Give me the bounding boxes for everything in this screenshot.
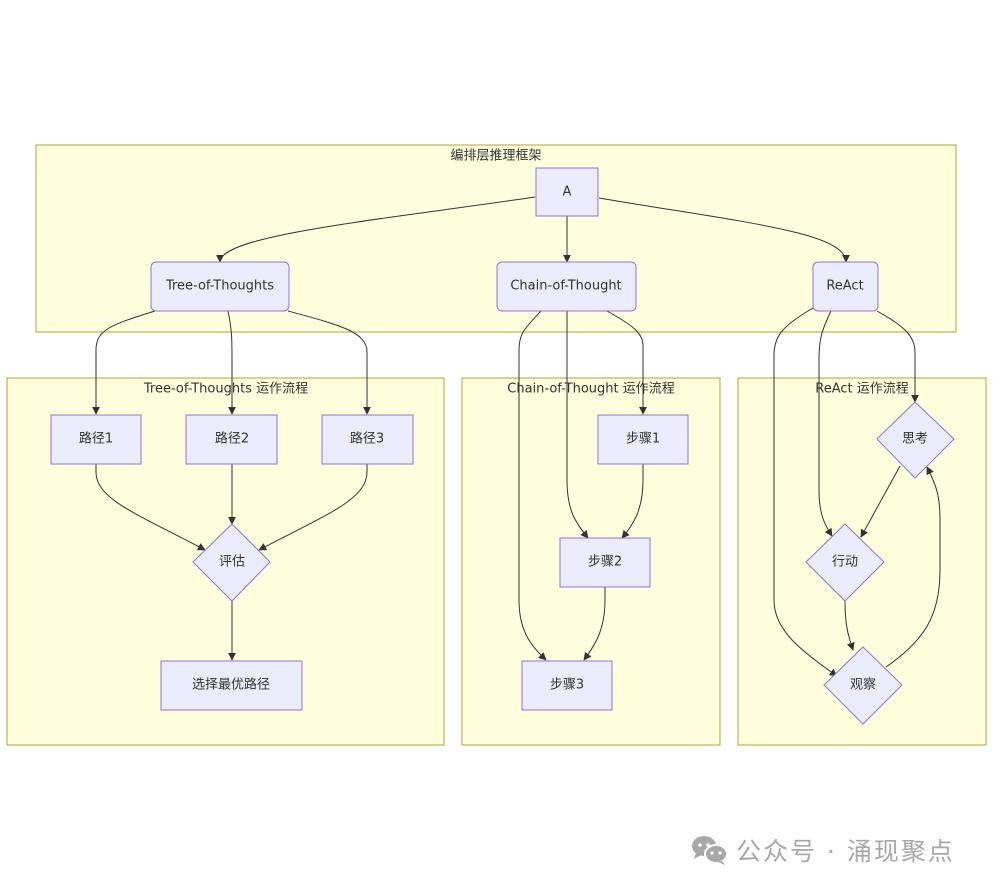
edge-react-observe: [773, 307, 838, 677]
node-step1-label: 步骤1: [626, 432, 660, 447]
watermark: 公众号 · 涌现聚点: [690, 832, 955, 868]
node-react-label: ReAct: [826, 279, 863, 294]
node-path2[interactable]: 路径2: [185, 414, 278, 465]
edge-act-observe: [844, 600, 855, 651]
edge-cot-step2: [566, 311, 589, 539]
edge-path1-evaluate: [95, 464, 206, 551]
watermark-text: 公众号 · 涌现聚点: [736, 837, 955, 866]
node-act-label: 行动: [832, 555, 858, 570]
node-step1[interactable]: 步骤1: [597, 414, 689, 465]
node-select-best-label: 选择最优路径: [192, 677, 270, 693]
node-evaluate[interactable]: 评估: [192, 523, 271, 602]
cluster-cot-title: Chain-of-Thought 运作流程: [507, 382, 674, 397]
node-step3-label: 步骤3: [550, 678, 584, 693]
node-think[interactable]: 思考: [876, 401, 955, 479]
edge-tot-path2: [227, 310, 236, 415]
node-step2[interactable]: 步骤2: [559, 537, 651, 588]
edge-step2-step3: [583, 587, 606, 661]
node-step2-label: 步骤2: [588, 555, 622, 570]
edge-observe-think: [885, 466, 941, 668]
wechat-icon: [692, 836, 728, 865]
edge-path3-evaluate: [258, 464, 368, 551]
node-act[interactable]: 行动: [805, 523, 885, 602]
node-think-label: 思考: [902, 432, 928, 447]
node-path2-label: 路径2: [215, 431, 249, 447]
edge-tot-path1: [92, 310, 156, 415]
edge-cot-step1: [606, 310, 647, 415]
edge-react-act: [818, 310, 833, 537]
node-step3[interactable]: 步骤3: [521, 660, 613, 711]
node-a-label: A: [563, 185, 572, 200]
node-path3[interactable]: 路径3: [321, 414, 414, 465]
edge-think-act: [860, 465, 901, 538]
node-path3-label: 路径3: [350, 431, 384, 447]
node-chain-of-thought[interactable]: Chain-of-Thought: [496, 261, 637, 312]
cluster-tot-title: Tree-of-Thoughts 运作流程: [143, 382, 308, 397]
node-observe-label: 观察: [850, 678, 876, 693]
node-evaluate-label: 评估: [219, 555, 245, 570]
node-a[interactable]: A: [535, 167, 599, 217]
edge-tot-path3: [287, 310, 371, 415]
edge-a-react: [598, 197, 850, 263]
edge-a-tot: [216, 196, 536, 263]
edge-cot-step3: [518, 310, 547, 661]
cluster-orchestration-title: 编排层推理框架: [450, 149, 541, 164]
node-tree-of-thoughts-label: Tree-of-Thoughts: [165, 279, 274, 294]
node-observe[interactable]: 观察: [823, 646, 903, 725]
edge-react-think: [876, 310, 919, 403]
edge-step1-step2: [621, 464, 644, 539]
edges: [92, 196, 941, 677]
node-tree-of-thoughts[interactable]: Tree-of-Thoughts: [150, 261, 290, 312]
node-path1[interactable]: 路径1: [50, 414, 142, 465]
node-path1-label: 路径1: [79, 431, 113, 447]
node-chain-of-thought-label: Chain-of-Thought: [510, 279, 621, 294]
cluster-react-title: ReAct 运作流程: [815, 382, 909, 397]
node-select-best[interactable]: 选择最优路径: [160, 660, 303, 711]
node-react[interactable]: ReAct: [812, 261, 879, 312]
